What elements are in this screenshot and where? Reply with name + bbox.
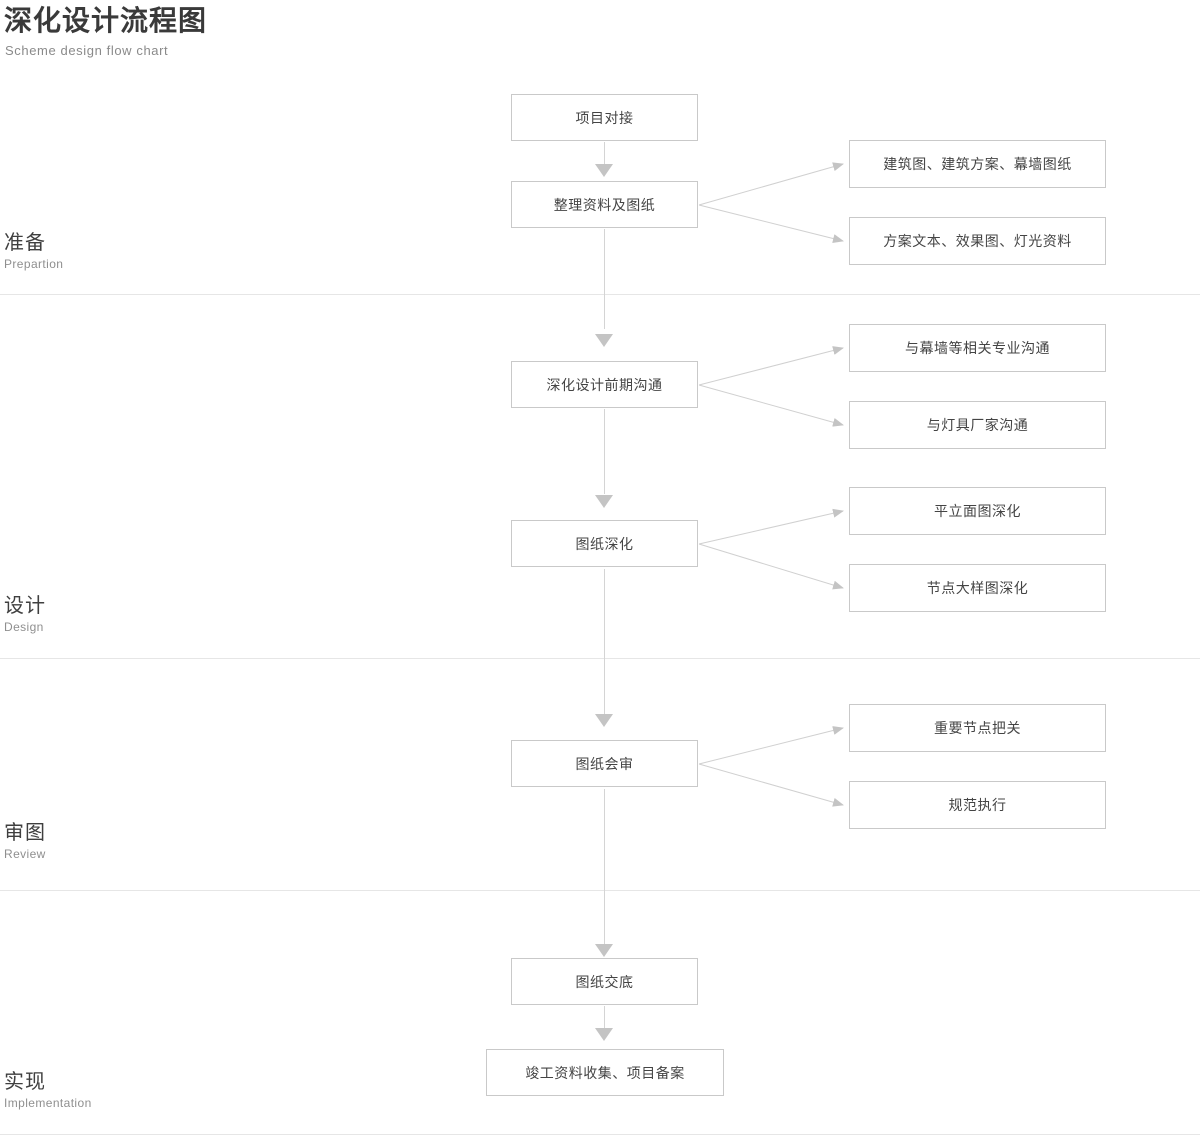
branch-node-architectural-drawings[interactable]: 建筑图、建筑方案、幕墙图纸	[849, 140, 1106, 188]
arrow-down-icon	[595, 334, 613, 347]
branch-node-scheme-text[interactable]: 方案文本、效果图、灯光资料	[849, 217, 1106, 265]
stage-label-en: Prepartion	[4, 257, 64, 271]
arrow-down-icon	[595, 164, 613, 177]
connector-n2-n3	[604, 229, 605, 329]
flow-node-pre-design-comm[interactable]: 深化设计前期沟通	[511, 361, 698, 408]
stage-label-en: Design	[4, 620, 44, 634]
section-divider-design	[0, 658, 1200, 659]
connector-n1-n2	[604, 142, 605, 164]
stage-label-cn: 准备	[4, 232, 46, 254]
flow-node-completion-filing[interactable]: 竣工资料收集、项目备案	[486, 1049, 724, 1096]
flow-node-drawing-disclosure[interactable]: 图纸交底	[511, 958, 698, 1005]
section-divider-implementation	[0, 1134, 1200, 1135]
arrow-down-icon	[595, 495, 613, 508]
stage-label-cn: 设计	[4, 595, 46, 617]
connector-n4-n5	[604, 569, 605, 714]
page-title: 深化设计流程图	[4, 5, 208, 36]
branch-node-curtain-wall-comm[interactable]: 与幕墙等相关专业沟通	[849, 324, 1106, 372]
stage-label-prepartion: 准备 Prepartion	[4, 230, 63, 272]
connector-n3-n4	[604, 409, 605, 494]
stage-label-cn: 审图	[4, 822, 46, 844]
stage-label-cn: 实现	[4, 1071, 46, 1093]
flow-node-drawing-deepening[interactable]: 图纸深化	[511, 520, 698, 567]
section-divider-review	[0, 890, 1200, 891]
branch-node-node-detail[interactable]: 节点大样图深化	[849, 564, 1106, 612]
flow-node-project-docking[interactable]: 项目对接	[511, 94, 698, 141]
arrow-down-icon	[595, 1028, 613, 1041]
flow-node-drawing-review[interactable]: 图纸会审	[511, 740, 698, 787]
stage-label-en: Review	[4, 847, 46, 861]
stage-label-design: 设计 Design	[4, 593, 46, 635]
stage-label-review: 审图 Review	[4, 820, 46, 862]
section-divider-prepartion	[0, 294, 1200, 295]
arrow-down-icon	[595, 714, 613, 727]
arrow-down-icon	[595, 944, 613, 957]
branch-node-standard-execution[interactable]: 规范执行	[849, 781, 1106, 829]
connector-n5-n6	[604, 789, 605, 944]
branch-node-lamp-factory-comm[interactable]: 与灯具厂家沟通	[849, 401, 1106, 449]
stage-label-en: Implementation	[4, 1096, 92, 1110]
branch-node-key-node-control[interactable]: 重要节点把关	[849, 704, 1106, 752]
stage-label-implementation: 实现 Implementation	[4, 1069, 92, 1111]
page-subtitle: Scheme design flow chart	[5, 43, 169, 58]
branch-node-plan-elevation[interactable]: 平立面图深化	[849, 487, 1106, 535]
flow-node-organize-materials[interactable]: 整理资料及图纸	[511, 181, 698, 228]
connector-n6-n7	[604, 1006, 605, 1028]
